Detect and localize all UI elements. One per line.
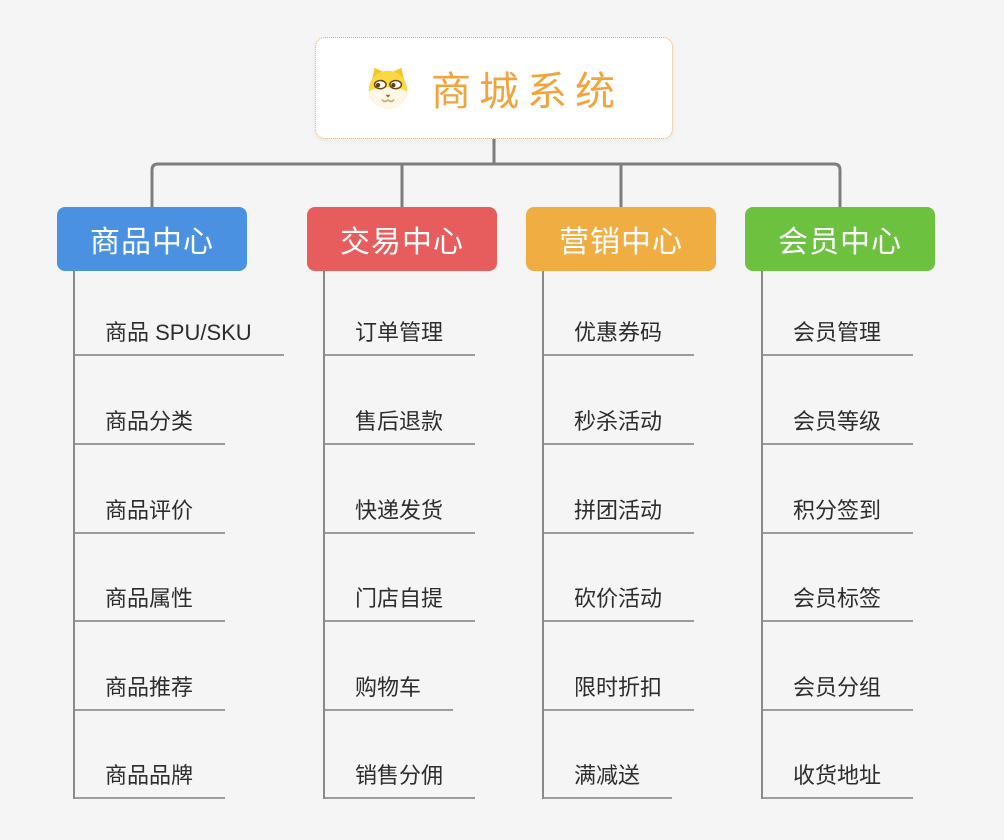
leaf-node[interactable]: 会员等级: [763, 407, 914, 445]
leaf-node[interactable]: 购物车: [325, 673, 454, 711]
leaf-node[interactable]: 快递发货: [325, 496, 476, 534]
leaf-node[interactable]: 订单管理: [325, 318, 476, 356]
branch-children-marketing-center: 优惠券码 秒杀活动 拼团活动 砍价活动 限时折扣 满减送: [542, 271, 764, 799]
branch-header-label: 会员中心: [778, 226, 902, 259]
branch-header-trade-center[interactable]: 交易中心: [307, 207, 497, 271]
branch-children-trade-center: 订单管理 售后退款 快递发货 门店自提 购物车 销售分佣: [323, 271, 545, 799]
leaf-node[interactable]: 拼团活动: [544, 496, 695, 534]
leaf-node[interactable]: 商品品牌: [75, 761, 226, 799]
branch-children-product-center: 商品 SPU/SKU 商品分类 商品评价 商品属性 商品推荐 商品品牌: [73, 271, 295, 799]
leaf-node[interactable]: 销售分佣: [325, 761, 476, 799]
leaf-node[interactable]: 商品 SPU/SKU: [75, 318, 284, 356]
leaf-node[interactable]: 收货地址: [763, 761, 914, 799]
leaf-node[interactable]: 限时折扣: [544, 673, 695, 711]
leaf-node[interactable]: 优惠券码: [544, 318, 695, 356]
branch-header-marketing-center[interactable]: 营销中心: [526, 207, 716, 271]
leaf-node[interactable]: 积分签到: [763, 496, 914, 534]
leaf-node[interactable]: 会员标签: [763, 584, 914, 622]
branch-header-label: 营销中心: [559, 226, 683, 259]
branch-header-label: 商品中心: [90, 226, 214, 259]
leaf-node[interactable]: 门店自提: [325, 584, 476, 622]
leaf-node[interactable]: 满减送: [544, 761, 673, 799]
dog-face-icon: [368, 67, 408, 110]
leaf-node[interactable]: 商品属性: [75, 584, 226, 622]
root-title: 商城系统: [431, 70, 623, 114]
leaf-node[interactable]: 售后退款: [325, 407, 476, 445]
leaf-node[interactable]: 会员管理: [763, 318, 914, 356]
branch-header-product-center[interactable]: 商品中心: [57, 207, 247, 271]
branch-header-label: 交易中心: [340, 226, 464, 259]
leaf-node[interactable]: 会员分组: [763, 673, 914, 711]
branch-header-member-center[interactable]: 会员中心: [745, 207, 935, 271]
leaf-node[interactable]: 商品分类: [75, 407, 226, 445]
leaf-node[interactable]: 秒杀活动: [544, 407, 695, 445]
root-node[interactable]: 商城系统: [315, 37, 673, 139]
branch-children-member-center: 会员管理 会员等级 积分签到 会员标签 会员分组 收货地址: [761, 271, 983, 799]
leaf-node[interactable]: 商品评价: [75, 496, 226, 534]
leaf-node[interactable]: 商品推荐: [75, 673, 226, 711]
leaf-node[interactable]: 砍价活动: [544, 584, 695, 622]
